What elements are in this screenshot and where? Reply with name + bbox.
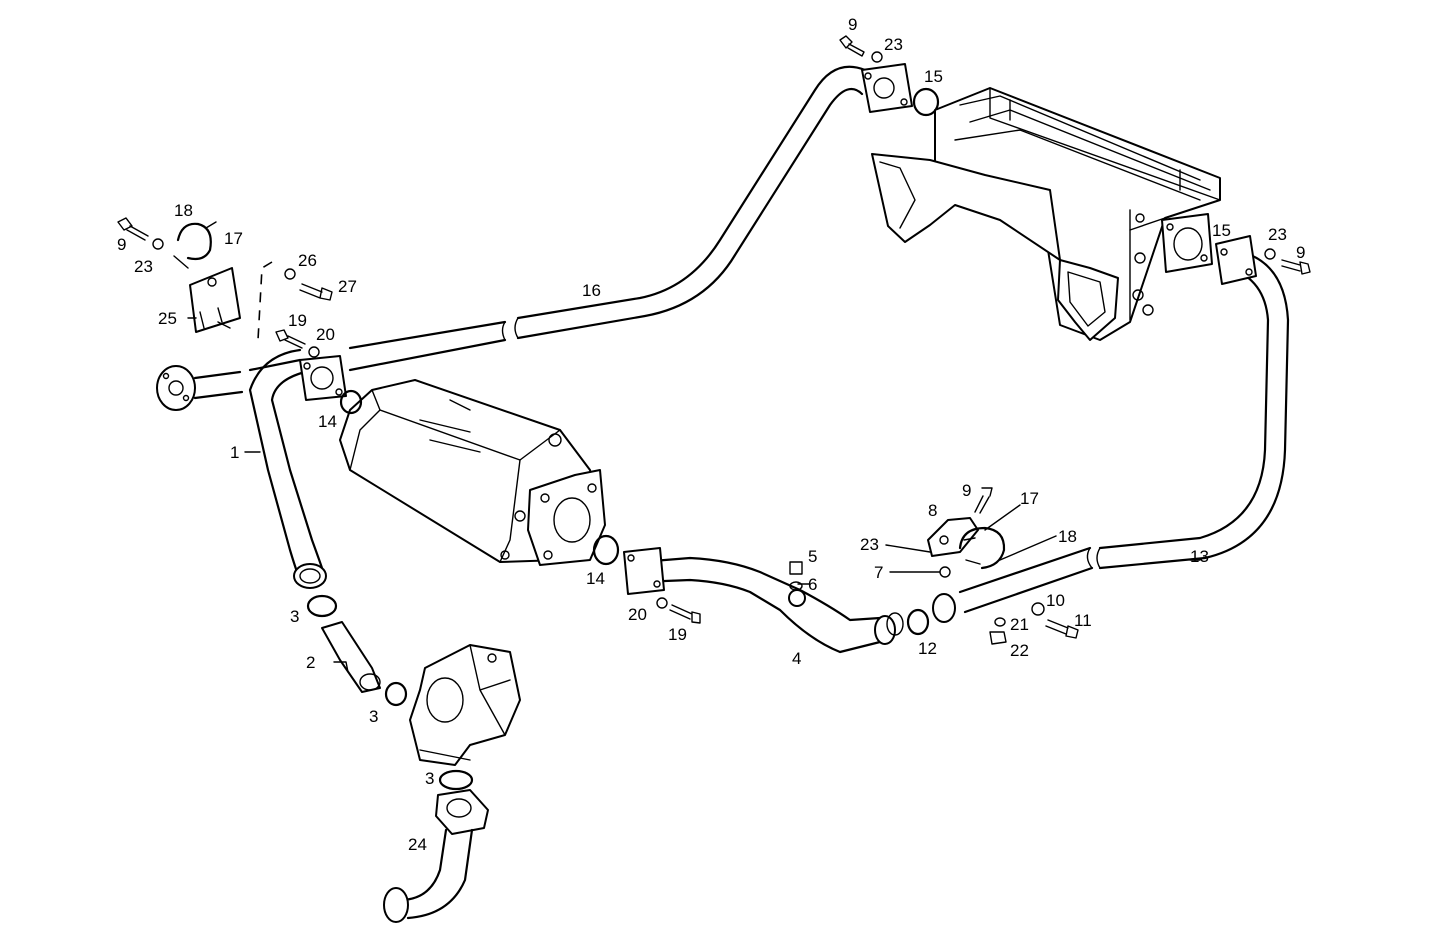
label-1: 1 [230,443,239,462]
label-18: 18 [1058,527,1077,546]
catalytic-converter [339,379,606,566]
pipe-2 [321,621,381,693]
label-20: 20 [316,325,335,344]
label-13: 13 [1190,547,1209,566]
label-8: 8 [928,501,937,520]
label-15: 15 [1212,221,1231,240]
bolt-27 [299,283,333,301]
label-23: 23 [134,257,153,276]
flange-top [861,63,913,113]
label-23: 23 [860,535,879,554]
label-3: 3 [369,707,378,726]
washer-26 [284,268,296,280]
gasket-3-lower [438,769,474,791]
gasket-3-upper [306,594,338,618]
label-15: 15 [924,67,943,86]
washer-20-middle [656,597,668,609]
clamp-18-top-left [173,221,217,269]
bolt-9-clamp [974,487,993,514]
washer-10 [1031,602,1045,616]
clamp-17 [958,526,1006,570]
bolt-9-top-left [117,217,149,241]
label-9: 9 [1296,243,1305,262]
sleeve-end [932,593,956,623]
flange-middle [623,547,665,595]
washer-23-right [1264,248,1276,260]
label-18: 18 [174,201,193,220]
label-16: 16 [582,281,601,300]
washer-23-top-left [152,238,164,250]
label-7: 7 [874,563,883,582]
flange-left [299,355,347,401]
label-26: 26 [298,251,317,270]
gasket-12 [906,608,930,636]
label-14: 14 [586,569,605,588]
bolt-19-left [275,329,306,349]
label-9: 9 [848,15,857,34]
label-11: 11 [1074,611,1092,630]
flange-15-right [1215,235,1257,285]
label-4: 4 [792,649,801,668]
label-24: 24 [408,835,427,854]
label-3: 3 [425,769,434,788]
part-number-labels: 9 23 15 18 17 9 23 26 27 16 25 19 20 14 … [117,15,1305,854]
pipe-16 [193,65,867,400]
clamp-bracket-8 [927,517,979,557]
bracket-guide-line [257,261,273,341]
bolt-19-middle [669,604,701,624]
inlet-flange-left [156,365,196,411]
washer-20-left [308,346,320,358]
bolt-9-top [839,35,865,57]
label-3: 3 [290,607,299,626]
rear-muffler [871,87,1221,341]
gasket-3-middle [384,681,408,707]
label-23: 23 [884,35,903,54]
bolt-11 [1045,619,1079,639]
label-6: 6 [808,575,817,594]
bolt-9-right [1281,259,1311,275]
label-20: 20 [628,605,647,624]
label-23: 23 [1268,225,1287,244]
pipe-1 [248,348,327,589]
label-27: 27 [338,277,357,296]
nut-7 [939,566,951,578]
gasket-14-converter [592,534,620,566]
pipe-13 [958,252,1290,614]
bracket-25 [189,267,241,333]
label-9: 9 [962,481,971,500]
label-9: 9 [117,235,126,254]
pipe-4 [638,556,904,654]
washer-23-top [871,51,883,63]
label-17: 17 [224,229,243,248]
label-10: 10 [1046,591,1065,610]
nut-22 [989,631,1007,645]
label-22: 22 [1010,641,1029,660]
turbo-housing [409,644,521,766]
leader-lines [187,317,1201,585]
pipe-24 [383,789,489,923]
fitting-5-6 [788,561,806,607]
label-21: 21 [1010,615,1029,634]
label-5: 5 [808,547,817,566]
label-25: 25 [158,309,177,328]
label-12: 12 [918,639,937,658]
washer-21 [994,617,1006,627]
gasket-14-left [339,389,363,415]
label-19: 19 [288,311,307,330]
label-17: 17 [1020,489,1039,508]
label-2: 2 [306,653,315,672]
label-19: 19 [668,625,687,644]
label-14: 14 [318,412,337,431]
gasket-15-top [912,87,940,117]
